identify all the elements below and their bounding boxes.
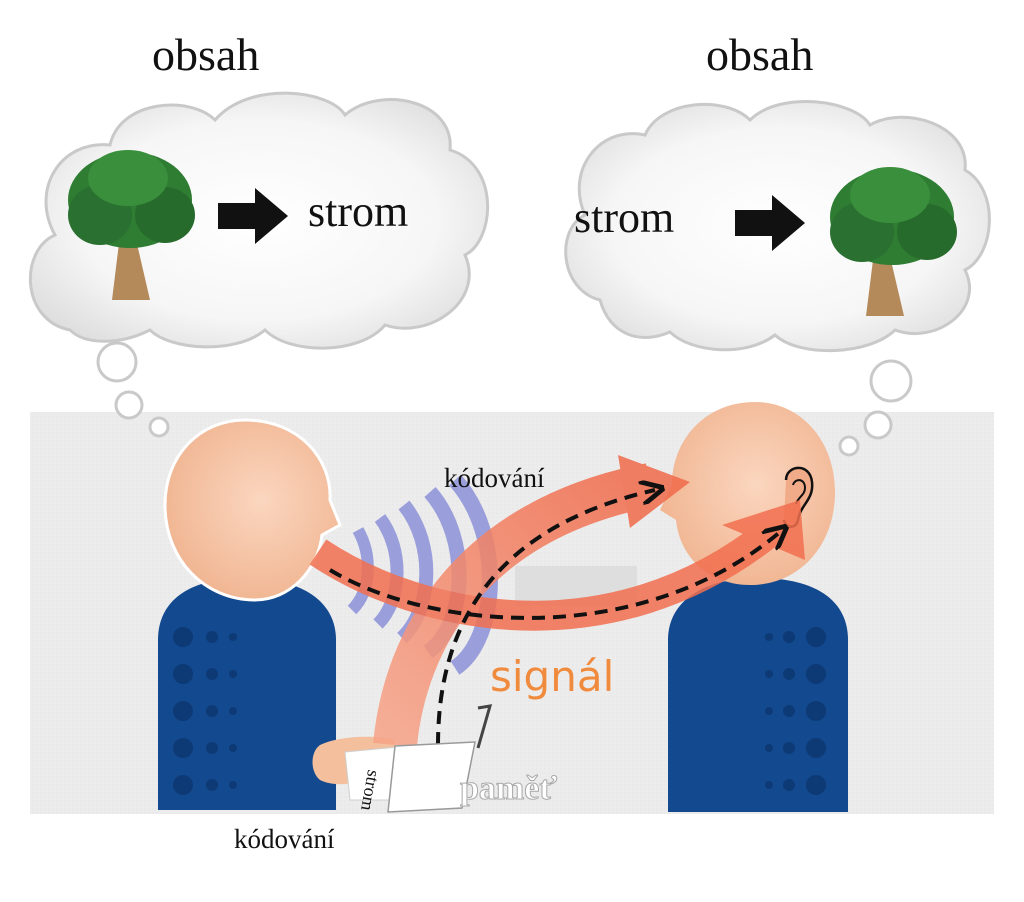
right-cloud-word: strom — [574, 193, 675, 242]
left-cloud-title: obsah — [152, 29, 260, 80]
tree-icon — [830, 167, 957, 316]
arrow-right-icon — [735, 195, 805, 251]
encoding-label-bottom: kódování — [234, 824, 335, 854]
arrow-right-icon — [218, 188, 288, 244]
signal-label: signál — [490, 652, 615, 701]
thought-bubble-dot — [114, 390, 144, 420]
left-cloud-word: strom — [308, 187, 409, 236]
right-thought-cloud — [564, 100, 991, 457]
paper-sheet — [387, 704, 493, 813]
encoding-paths — [328, 490, 780, 746]
memory-label: paměť — [459, 770, 558, 808]
thought-bubble-dot — [148, 416, 170, 438]
left-thought-cloud — [28, 91, 490, 438]
thought-bubble-dot — [838, 435, 860, 457]
speaker-person — [158, 418, 431, 810]
thought-bubble-dot — [869, 359, 913, 403]
thought-bubble-dot — [863, 410, 893, 440]
encoding-label-top: kódování — [444, 463, 545, 493]
listener-person — [660, 402, 848, 812]
thought-bubble-dot — [96, 341, 138, 383]
right-cloud-title: obsah — [706, 29, 814, 80]
tree-icon — [68, 150, 195, 300]
